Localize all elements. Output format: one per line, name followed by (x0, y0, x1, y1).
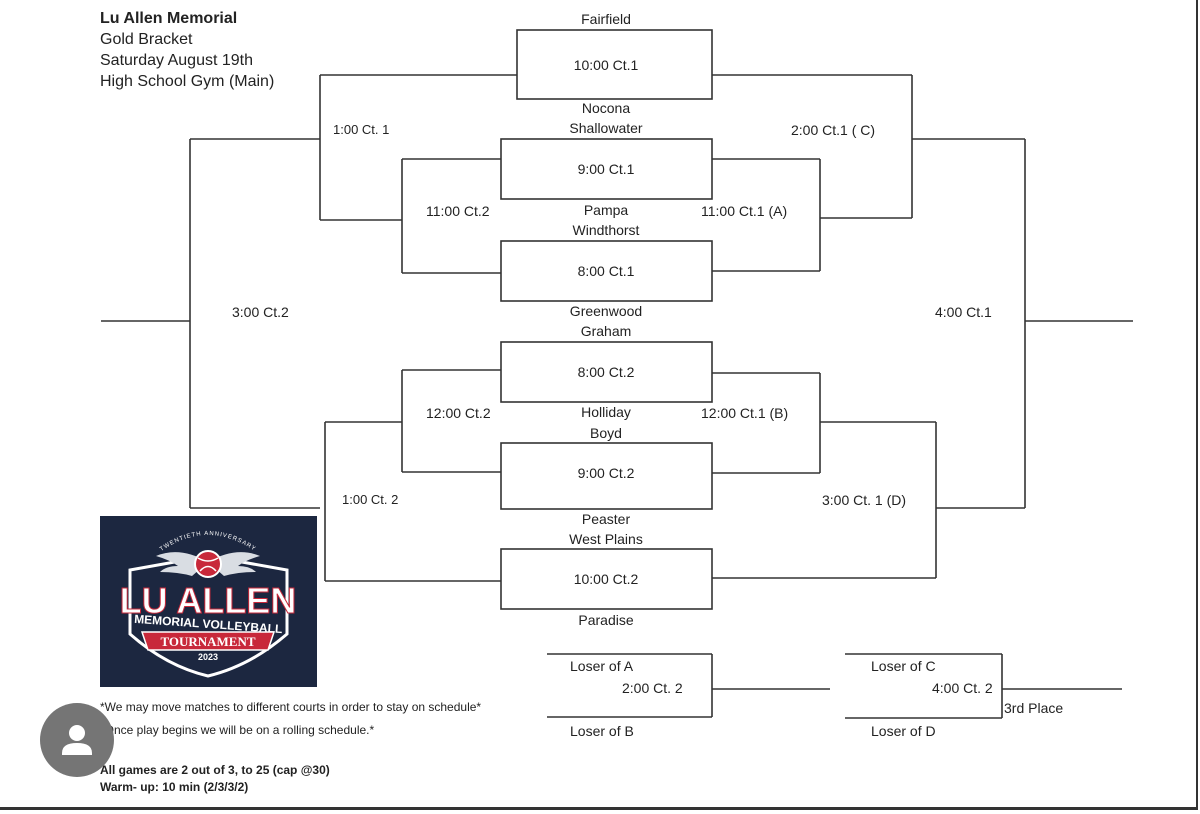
match-box-800-ct1 (500, 240, 713, 302)
logo-year-text: 2023 (198, 652, 218, 662)
consolation-match-cd: 4:00 Ct. 2 (932, 680, 993, 696)
match-label-200-ct1-c: 2:00 Ct.1 ( C) (791, 122, 876, 138)
rule-warmup: Warm- up: 10 min (2/3/3/2) (100, 780, 249, 794)
tournament-title: Lu Allen Memorial (100, 10, 238, 27)
match-label-100-ct2: 1:00 Ct. 2 (342, 492, 399, 507)
team-nocona: Nocona (581, 100, 631, 116)
match-label-1000-ct2: 10:00 Ct.2 (573, 571, 639, 587)
team-fairfield: Fairfield (581, 11, 631, 27)
consolation-loser-d: Loser of D (871, 723, 936, 739)
tournament-logo: TWENTIETH ANNIVERSARY LU ALLEN MEMORIAL … (100, 516, 317, 687)
logo-tournament-text: TOURNAMENT (160, 634, 255, 649)
consolation-loser-c: Loser of C (871, 658, 936, 674)
team-paradise: Paradise (578, 612, 634, 628)
consolation-loser-a: Loser of A (570, 658, 634, 674)
volleyball-icon (194, 550, 222, 578)
team-west-plains: West Plains (569, 531, 643, 547)
third-place-label: 3rd Place (1004, 700, 1064, 716)
match-box-1000-ct1 (516, 29, 713, 100)
match-label-1000-ct1: 10:00 Ct.1 (573, 57, 639, 73)
left-wing-icon (156, 552, 208, 576)
match-label-900-ct2: 9:00 Ct.2 (577, 465, 635, 481)
match-label-800-ct2: 8:00 Ct.2 (577, 364, 635, 380)
team-pampa: Pampa (583, 202, 629, 218)
match-box-1000-ct2 (500, 548, 713, 610)
match-box-900-ct1 (500, 138, 713, 200)
bracket-subtitle: Gold Bracket (100, 31, 193, 48)
team-holliday: Holliday (581, 404, 631, 420)
match-label-1100-ct1-a: 11:00 Ct.1 (A) (701, 203, 788, 219)
event-date: Saturday August 19th (100, 52, 253, 69)
logo-graphic: TWENTIETH ANNIVERSARY LU ALLEN MEMORIAL … (119, 531, 297, 678)
event-venue: High School Gym (Main) (100, 73, 275, 90)
match-label-900-ct1: 9:00 Ct.1 (577, 161, 635, 177)
match-box-800-ct2 (500, 341, 713, 403)
match-label-300-ct2: 3:00 Ct.2 (232, 304, 289, 320)
match-label-300-ct1-d: 3:00 Ct. 1 (D) (822, 492, 907, 508)
team-shallowater: Shallowater (569, 120, 643, 136)
match-box-900-ct2 (500, 442, 713, 510)
match-label-1100-ct2: 11:00 Ct.2 (426, 203, 490, 219)
team-windthorst: Windthorst (572, 222, 640, 238)
match-label-1200-ct2: 12:00 Ct.2 (426, 405, 491, 421)
bracket-header: Lu Allen Memorial Gold Bracket Saturday … (100, 8, 274, 92)
right-wing-icon (208, 552, 260, 576)
logo-anniversary-text: TWENTIETH ANNIVERSARY (159, 531, 256, 553)
note-rolling-schedule: *Once play begins we will be on a rollin… (100, 723, 375, 737)
match-label-100-ct1: 1:00 Ct. 1 (333, 122, 390, 137)
team-boyd: Boyd (590, 425, 622, 441)
match-label-400-ct1: 4:00 Ct.1 (935, 304, 992, 320)
match-label-800-ct1: 8:00 Ct.1 (577, 263, 635, 279)
consolation-loser-b: Loser of B (570, 723, 634, 739)
rule-games: All games are 2 out of 3, to 25 (cap @30… (100, 763, 330, 777)
svg-text:TWENTIETH ANNIVERSARY: TWENTIETH ANNIVERSARY (159, 531, 257, 553)
consolation-match-ab: 2:00 Ct. 2 (622, 680, 683, 696)
match-label-1200-ct1-b: 12:00 Ct.1 (B) (701, 405, 789, 421)
user-avatar-icon[interactable] (40, 703, 114, 777)
logo-lu-allen-text: LU ALLEN (120, 580, 297, 621)
team-peaster: Peaster (581, 511, 631, 527)
note-court-moves: *We may move matches to different courts… (100, 700, 482, 714)
team-graham: Graham (580, 323, 632, 339)
team-greenwood: Greenwood (569, 303, 643, 319)
